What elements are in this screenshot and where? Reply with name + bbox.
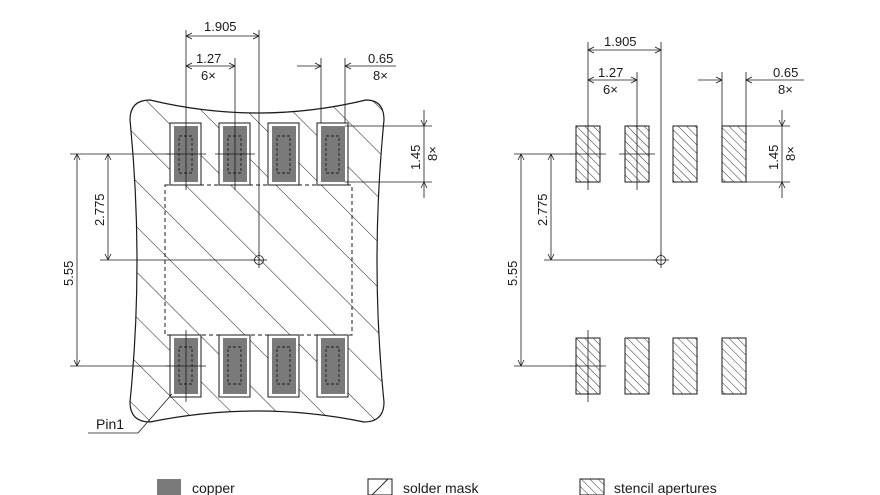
pin1-label: Pin1 [96, 416, 124, 432]
dim-label-1905-right: 1.905 [604, 34, 637, 49]
legend-solder-mask-swatch [367, 478, 393, 495]
dim-label-065: 0.65 [368, 51, 393, 66]
dim-label-145-count-right: 8× [783, 146, 798, 161]
dim-555-right [514, 153, 572, 367]
center-mark-icon [251, 252, 267, 268]
pad [218, 334, 251, 398]
dim-label-555: 5.55 [61, 261, 76, 286]
legend-copper-swatch [157, 479, 181, 495]
pin1-leader [88, 393, 173, 434]
dim-label-065-count-right: 8× [778, 82, 793, 97]
left-view: 1.905 1.27 6× 0.65 8× [61, 19, 440, 434]
dim-145-left [345, 110, 432, 198]
legend-stencil-swatch [579, 478, 605, 495]
dim-label-065-count: 8× [373, 68, 388, 83]
dim-145-right [746, 110, 790, 198]
stencil-aperture [672, 337, 698, 395]
dim-label-127-count-right: 6× [603, 82, 618, 97]
dim-label-555-right: 5.55 [505, 261, 520, 286]
dim-065-left [297, 58, 396, 123]
dim-label-127: 1.27 [196, 51, 221, 66]
legend: copper solder mask stencil apertures [157, 478, 717, 495]
pad [267, 334, 300, 398]
dim-label-145: 1.45 [408, 145, 423, 170]
center-mark-icon [653, 252, 669, 268]
stencil-aperture [624, 337, 650, 395]
stencil-aperture [721, 337, 747, 395]
dim-127-right [587, 72, 638, 118]
dim-label-127-right: 1.27 [598, 65, 623, 80]
dim-1905-left [185, 30, 260, 255]
legend-copper-label: copper [192, 480, 235, 495]
dim-label-2775: 2.775 [92, 193, 107, 226]
dim-555-left [70, 153, 170, 367]
stencil-aperture [721, 125, 747, 183]
legend-stencil-label: stencil apertures [614, 480, 717, 495]
stencil-center-lines [570, 118, 655, 402]
dim-2775-left [100, 153, 256, 261]
dim-label-065-right: 0.65 [773, 65, 798, 80]
stencil-aperture [672, 125, 698, 183]
dim-label-2775-right: 2.775 [535, 193, 550, 226]
pad [267, 122, 300, 186]
dim-065-right [698, 72, 804, 126]
pad [316, 334, 349, 398]
pad-center-lines [166, 118, 255, 402]
dim-127-left [185, 58, 236, 118]
dim-2775-right [544, 153, 656, 261]
dim-label-1905: 1.905 [204, 19, 237, 34]
dim-label-127-count: 6× [201, 68, 216, 83]
legend-solder-mask-label: solder mask [403, 480, 479, 495]
right-view: 1.905 1.27 6× 0.65 8× [505, 34, 804, 402]
dim-label-145-count: 8× [425, 146, 440, 161]
dim-label-145-right: 1.45 [766, 145, 781, 170]
pad [316, 122, 349, 186]
